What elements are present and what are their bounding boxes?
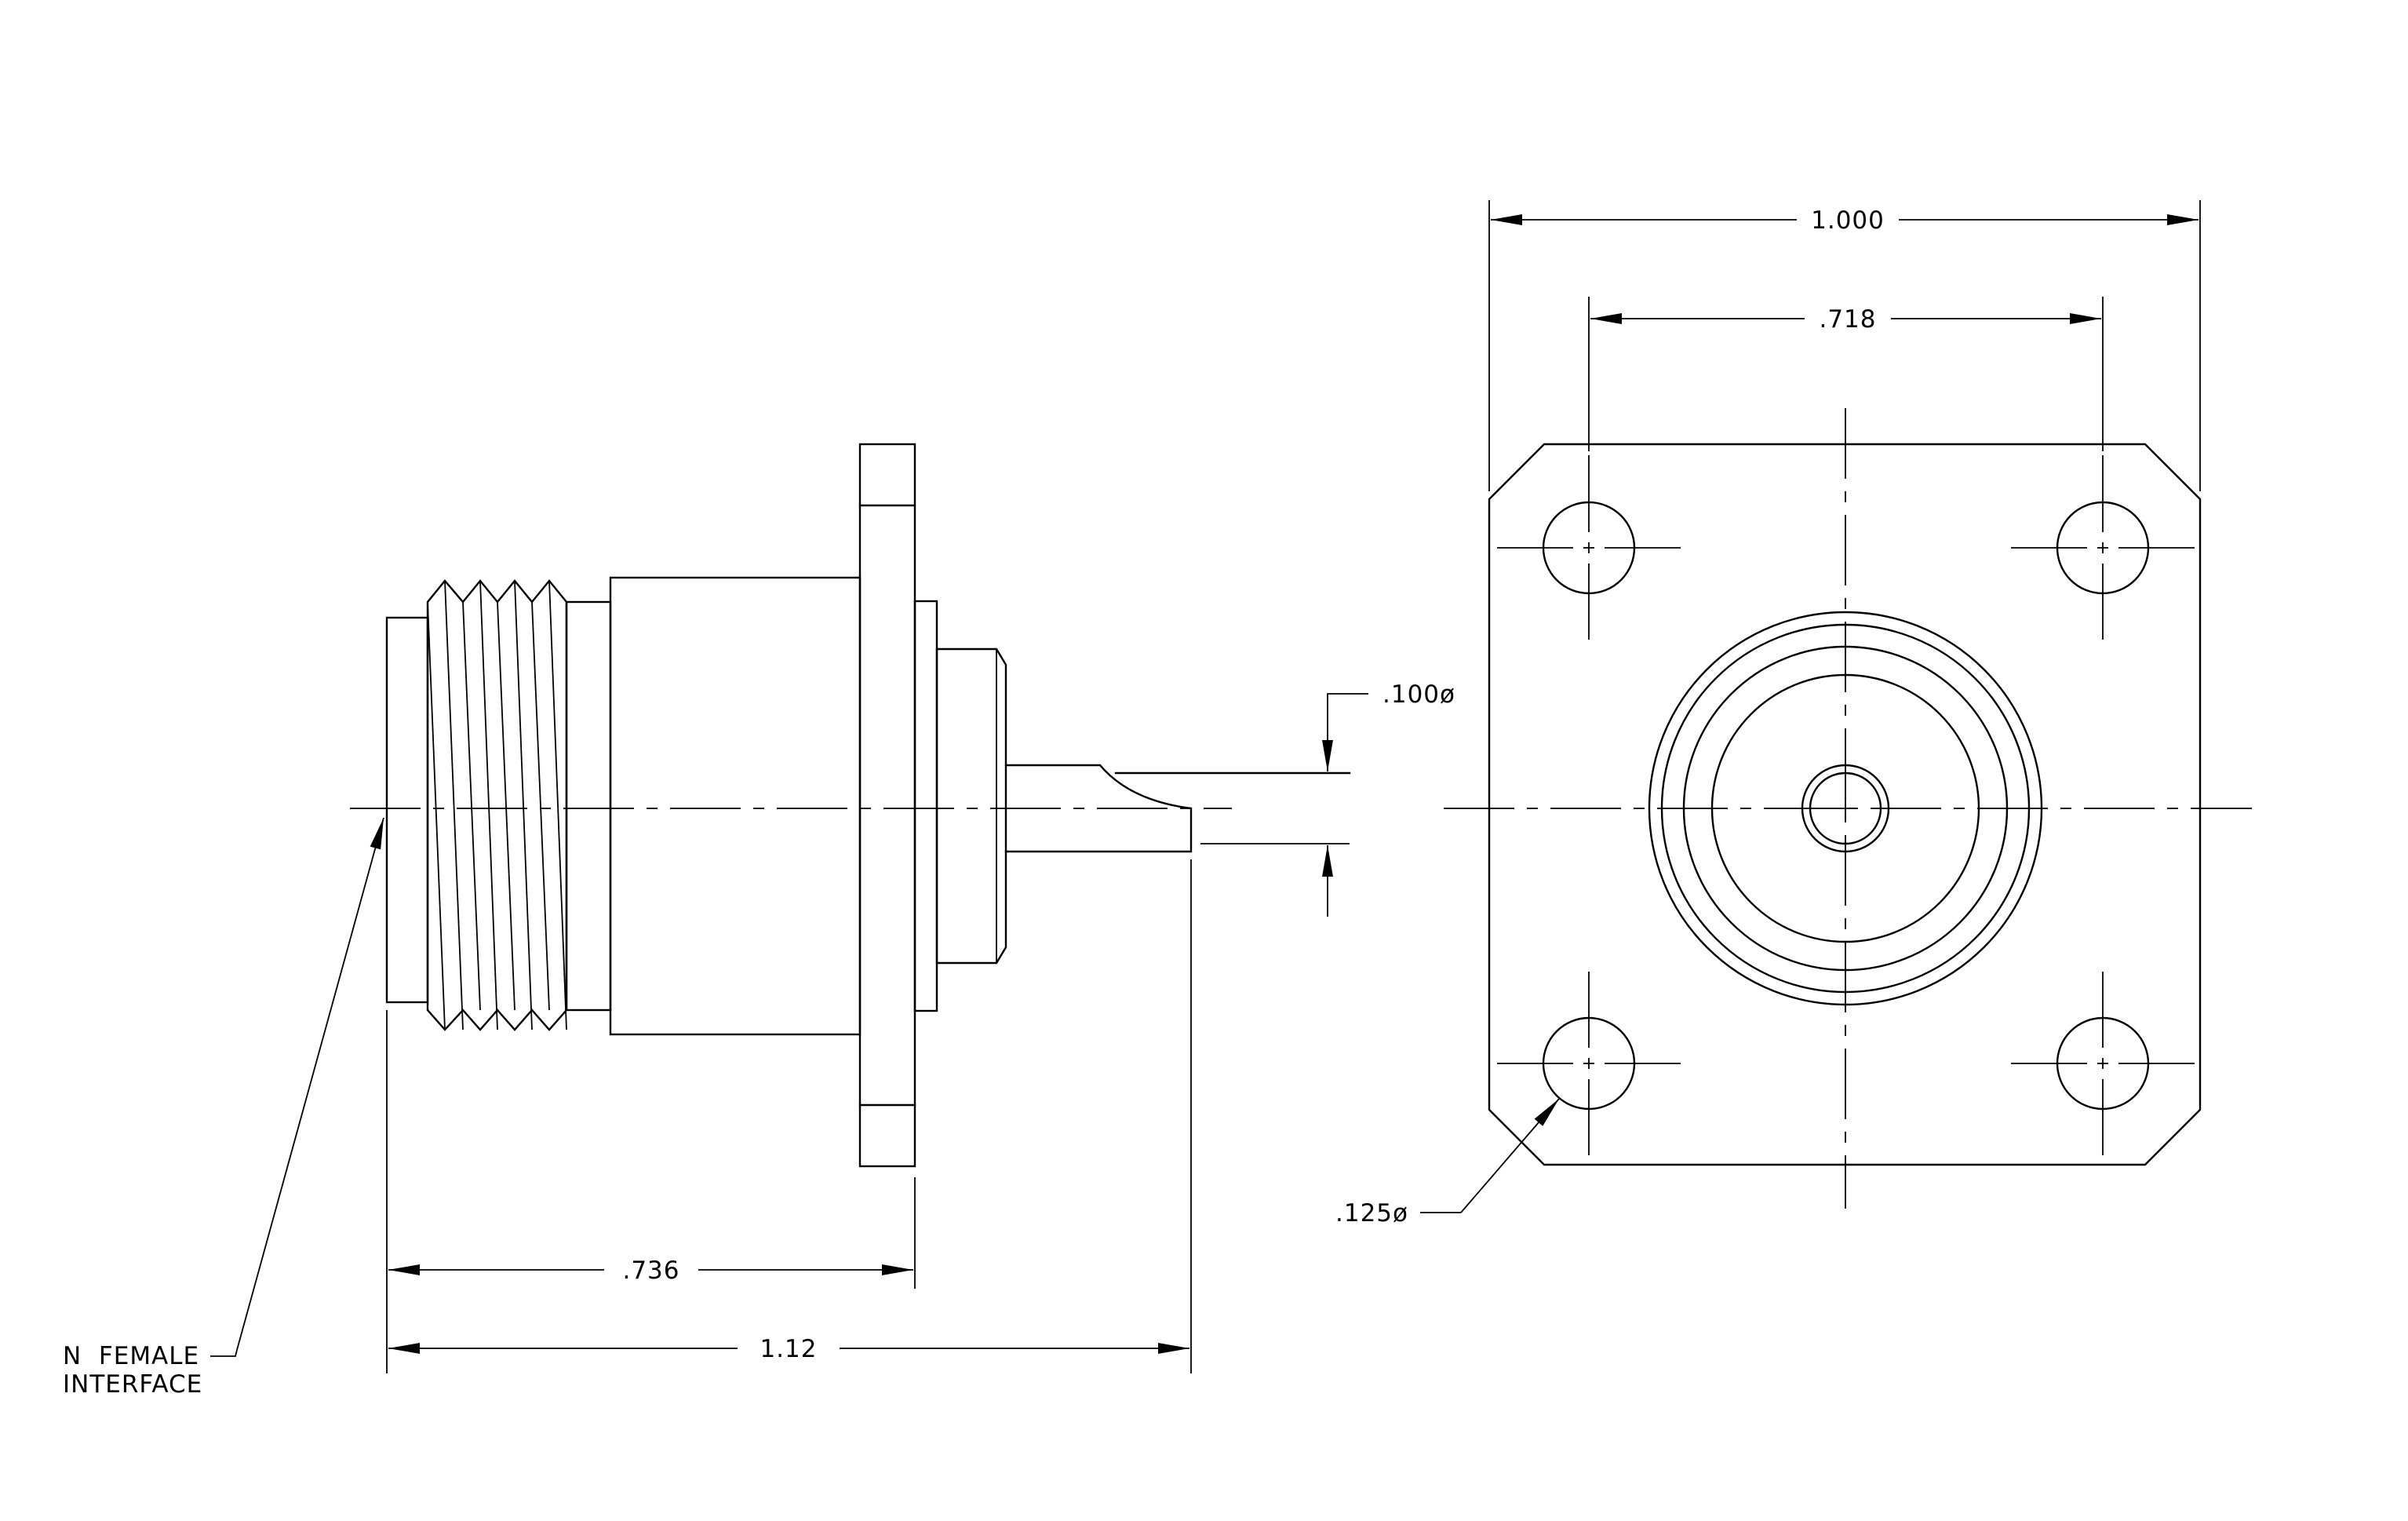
thread-outline (426, 579, 568, 1031)
dim-flange-width: 1.000 (1811, 206, 1885, 235)
flange-front (1488, 443, 2202, 1166)
rear-boss (935, 647, 1007, 965)
dim-overall-length: 1.12 (760, 1335, 817, 1363)
callout-interface-line1: N FEMALE (63, 1342, 199, 1370)
rear-shoulder (913, 600, 938, 1012)
side-view (350, 443, 1351, 1168)
dim-hole-spacing: .718 (1819, 305, 1876, 334)
dim-hole-diameter: .125ø (1335, 1199, 1408, 1227)
flange-side (858, 443, 916, 1168)
front-view (1444, 408, 2252, 1209)
neck (565, 600, 612, 1012)
side-dimensions: .736 1.12 .100ø N FEMALE INTERFACE (63, 680, 1455, 1399)
dim-pin-diameter: .100ø (1383, 680, 1455, 709)
callout-interface-line2: INTERFACE (63, 1370, 202, 1399)
front-ring (385, 616, 429, 1004)
front-dimensions: 1.000 .718 .125ø (1335, 200, 2201, 1227)
main-body (609, 576, 862, 1036)
dim-body-length: .736 (622, 1257, 679, 1285)
thread-helix (427, 580, 567, 1030)
